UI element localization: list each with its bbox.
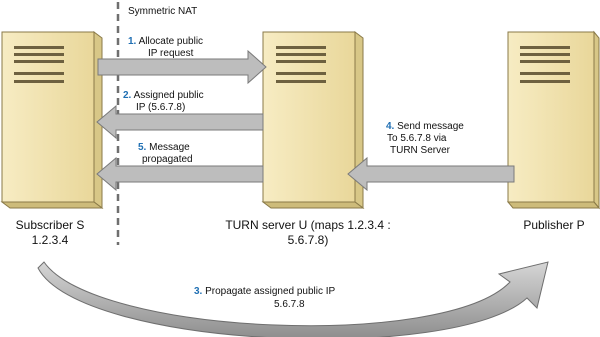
- arrow-send-message: [347, 156, 515, 192]
- publisher-name: Publisher P: [523, 218, 585, 232]
- step-3-number: 3.: [194, 286, 203, 297]
- step-2-text: Assigned public: [133, 90, 204, 101]
- step-2-line-2: IP (5.6.7.8): [136, 102, 186, 113]
- step-3-text: Propagate assigned public IP: [205, 286, 336, 297]
- step-4-line-3: TURN Server: [390, 145, 451, 156]
- arrow-allocate-request: [97, 49, 267, 85]
- arrow-propagate-ip: [37, 261, 549, 337]
- step-1-line-2: IP request: [148, 48, 194, 59]
- step-4-text: Send message: [397, 121, 464, 132]
- subscriber-server-icon: [0, 31, 104, 209]
- publisher-server-icon: [506, 30, 600, 210]
- step-1-number: 1.: [128, 36, 137, 47]
- step-1-line-1: 1. Allocate public: [128, 36, 203, 47]
- subscriber-ip: 1.2.3.4: [31, 233, 69, 247]
- step-1-text: Allocate public: [138, 36, 204, 47]
- step-5-line-1: 5. Message: [138, 142, 190, 153]
- publisher-label: Publisher P: [508, 218, 600, 233]
- turn-server-label: TURN server U (maps 1.2.3.4 : 5.6.7.8): [178, 218, 438, 248]
- step-4-number: 4.: [386, 121, 395, 132]
- nat-label: Symmetric NAT: [128, 6, 198, 17]
- step-5-text: Message: [149, 142, 190, 153]
- arrow-assigned-public-ip: [96, 104, 264, 140]
- step-3-line-2: 5.6.7.8: [274, 299, 305, 310]
- subscriber-name: Subscriber S: [15, 218, 85, 232]
- step-5-line-2: propagated: [142, 154, 193, 165]
- step-4-line-1: 4. Send message: [386, 121, 464, 132]
- subscriber-label: Subscriber S 1.2.3.4: [0, 218, 100, 248]
- step-5-number: 5.: [138, 142, 147, 153]
- arrow-message-propagated: [96, 156, 264, 192]
- turn-server-icon: [261, 31, 365, 209]
- step-2-number: 2.: [123, 90, 132, 101]
- turn-server-line-1: TURN server U (maps 1.2.3.4 :: [225, 218, 391, 232]
- turn-server-line-2: 5.6.7.8): [287, 233, 329, 247]
- step-3-line-1: 3. Propagate assigned public IP: [194, 286, 335, 297]
- step-4-line-2: To 5.6.7.8 via: [387, 133, 447, 144]
- step-2-line-1: 2. Assigned public: [123, 90, 204, 101]
